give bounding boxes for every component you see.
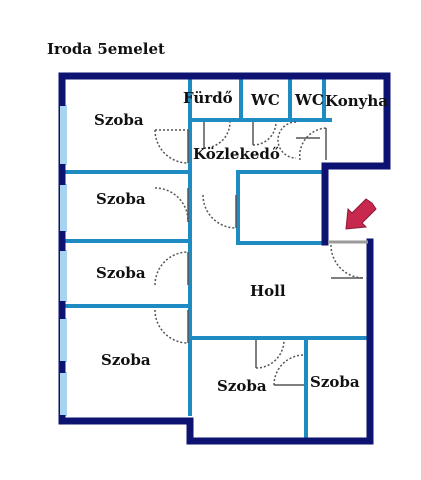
room-label-konyha: Konyha xyxy=(325,92,388,110)
door-wc-2 xyxy=(277,121,320,159)
window-overlays xyxy=(60,106,66,415)
door-szoba-4 xyxy=(154,309,189,344)
door-szoba-1 xyxy=(154,129,189,164)
outer-walls xyxy=(58,72,391,445)
entrance-arrow-icon xyxy=(345,198,377,230)
room-label-szoba-3: Szoba xyxy=(96,264,146,282)
room-label-szoba-4: Szoba xyxy=(101,351,151,369)
door-kozlekedo xyxy=(202,194,237,229)
room-label-furdo: Fürdő xyxy=(183,89,233,107)
window-overlay xyxy=(60,373,66,415)
window-overlay xyxy=(60,106,66,164)
room-labels: Szoba Szoba Szoba Szoba Szoba Szoba Fürd… xyxy=(94,89,388,395)
door-szoba-6 xyxy=(273,354,305,386)
window-overlay xyxy=(60,185,66,231)
room-label-szoba-5: Szoba xyxy=(217,377,267,395)
door-szoba-5 xyxy=(255,339,285,369)
room-label-holl: Holl xyxy=(250,282,286,300)
door-furdo xyxy=(203,121,231,149)
room-label-szoba-1: Szoba xyxy=(94,111,144,129)
room-label-szoba-2: Szoba xyxy=(96,190,146,208)
plan-title: Iroda 5emelet xyxy=(47,40,165,58)
room-label-wc-2: WC xyxy=(294,91,324,109)
doors xyxy=(154,121,364,386)
window-overlay xyxy=(60,319,66,361)
inner-walls xyxy=(64,76,372,442)
room-label-kozlekedo: Közlekedő xyxy=(193,145,280,163)
door-szoba-3 xyxy=(154,251,189,286)
room-label-wc-1: WC xyxy=(250,91,280,109)
door-entrance xyxy=(330,244,364,279)
door-konyha xyxy=(298,127,327,161)
door-szoba-2 xyxy=(154,187,189,223)
door-wc-1 xyxy=(252,121,277,146)
room-label-szoba-6: Szoba xyxy=(310,373,360,391)
window-overlay xyxy=(60,251,66,301)
